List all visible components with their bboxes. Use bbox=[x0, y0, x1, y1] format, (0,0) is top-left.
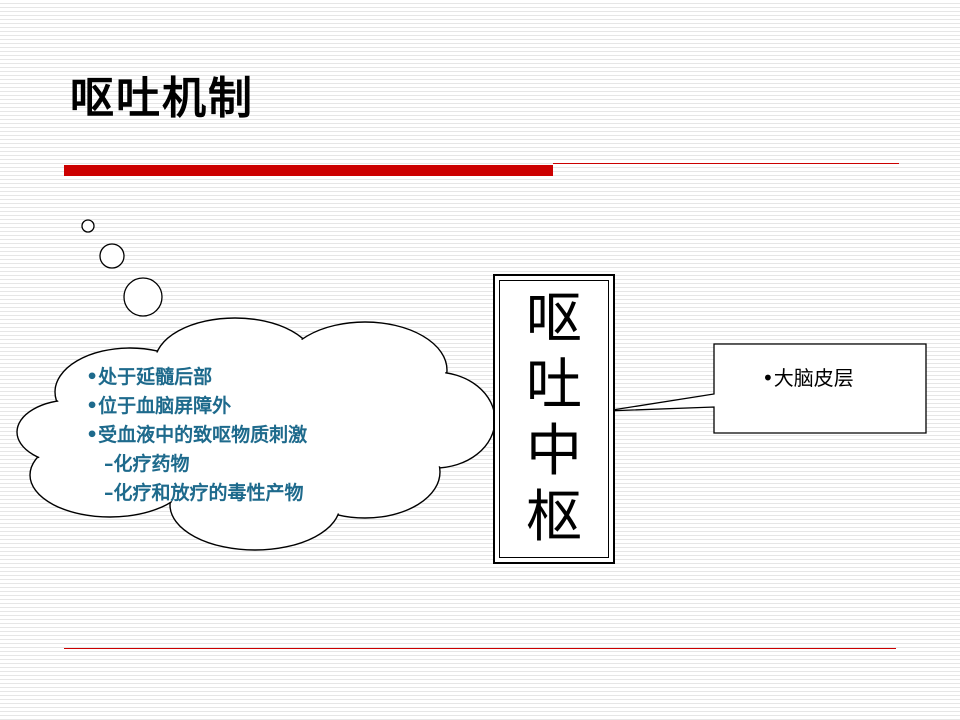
title-underline-thin bbox=[553, 163, 899, 164]
thought-bubble-large bbox=[123, 277, 163, 317]
vomiting-center-box: 呕 吐 中 枢 bbox=[493, 274, 615, 564]
callout-shape bbox=[605, 343, 927, 434]
center-char: 枢 bbox=[526, 485, 582, 550]
footer-rule bbox=[64, 648, 896, 649]
callout-text: •大脑皮层 bbox=[762, 366, 854, 390]
center-char: 呕 bbox=[526, 287, 582, 352]
vomiting-center-inner: 呕 吐 中 枢 bbox=[499, 280, 609, 558]
cloud-subitem: –化疗和放疗的毒性产物 bbox=[104, 482, 304, 504]
cloud-subitem: –化疗药物 bbox=[104, 453, 190, 475]
cloud-item: •受血液中的致呕物质刺激 bbox=[86, 424, 308, 446]
slide-title: 呕吐机制 bbox=[70, 73, 254, 124]
cloud-item: •处于延髓后部 bbox=[86, 366, 213, 388]
thought-bubble-small bbox=[81, 219, 95, 233]
center-char: 中 bbox=[526, 419, 582, 484]
cloud-shape bbox=[16, 317, 496, 551]
center-char: 吐 bbox=[526, 353, 582, 418]
cloud-text: •处于延髓后部 •位于血脑屏障外 •受血液中的致呕物质刺激 –化疗药物 –化疗和… bbox=[86, 363, 307, 508]
thought-bubble-medium bbox=[99, 243, 125, 269]
title-underline-thick bbox=[64, 165, 553, 176]
cloud-item: •位于血脑屏障外 bbox=[86, 395, 232, 417]
